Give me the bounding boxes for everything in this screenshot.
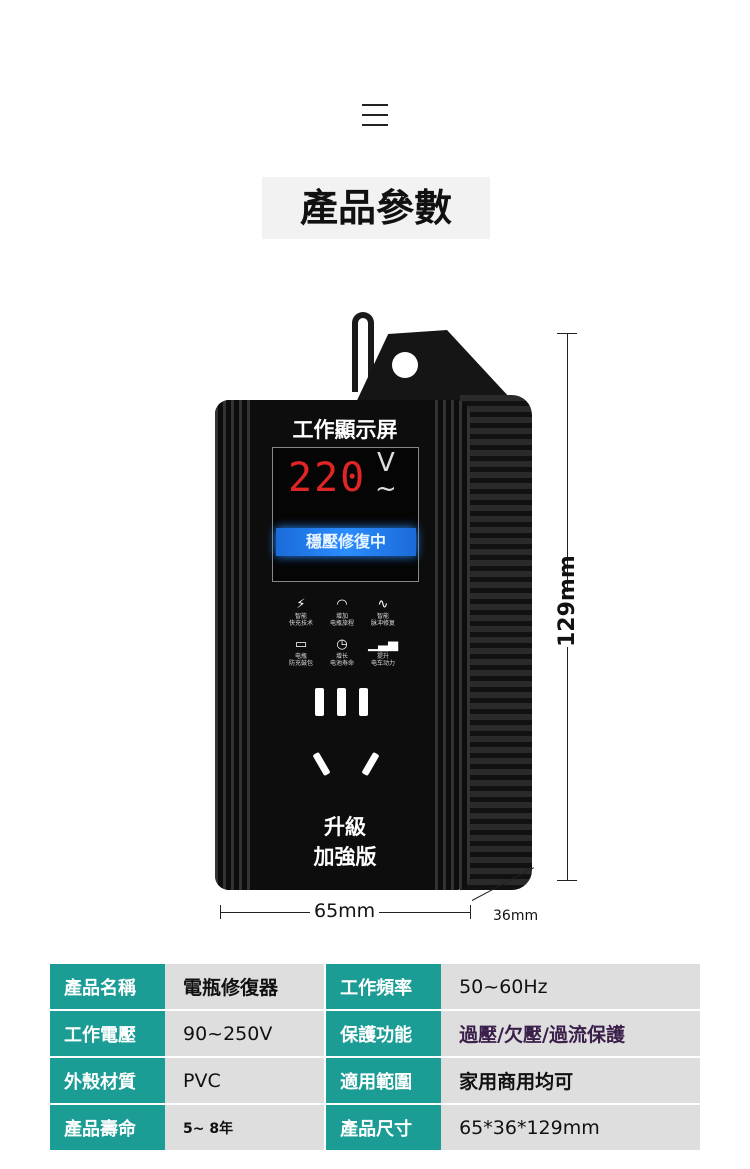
spec-label: 產品壽命	[50, 1105, 165, 1150]
device-side	[460, 395, 532, 890]
spacer	[324, 1105, 327, 1150]
feature-item: ▭电瓶 防充鼓包	[280, 637, 322, 667]
spec-value: 家用商用均可	[441, 1058, 700, 1103]
spec-label: 保護功能	[326, 1011, 442, 1056]
bars-up-icon: ▁▃▅	[368, 637, 398, 652]
spacer	[324, 964, 327, 1009]
dimension-cap	[557, 333, 577, 334]
feature-label: 提升 电车动力	[370, 653, 395, 667]
spec-value: PVC	[165, 1058, 325, 1103]
height-label: 129mm	[555, 555, 580, 647]
spec-value: 65*36*129mm	[441, 1105, 700, 1150]
feature-item: ◷增长 电池寿命	[321, 637, 363, 667]
display-panel	[272, 447, 419, 582]
feature-label: 智能 脉冲修复	[370, 613, 395, 627]
feature-item: ⚡智能 快充技术	[280, 597, 322, 627]
socket-slot	[337, 688, 346, 716]
depth-label: 36mm	[493, 908, 539, 924]
feature-item: ◠增加 电瓶旅程	[321, 597, 363, 627]
spec-value: 電瓶修復器	[165, 964, 325, 1009]
feature-label: 增长 电池寿命	[329, 653, 354, 667]
screen-title: 工作顯示屏	[292, 418, 398, 442]
socket-slot	[315, 688, 324, 716]
status-label: 穩壓修復中	[276, 528, 416, 556]
voltage-reading: 220	[288, 455, 367, 501]
battery-icon: ▭	[294, 637, 308, 652]
dimension-cap	[470, 905, 471, 919]
dimension-cap	[557, 880, 577, 881]
battery-clock-icon: ◷	[336, 637, 348, 652]
feature-label: 智能 快充技术	[288, 613, 313, 627]
battery-charge-icon: ⚡	[296, 597, 306, 612]
spacer	[324, 1011, 327, 1056]
feature-item: ▁▃▅提升 电车动力	[362, 637, 404, 667]
spec-label: 適用範圍	[326, 1058, 442, 1103]
menu-icon[interactable]	[362, 104, 388, 126]
voltage-unit: V~	[375, 450, 397, 502]
upgrade-badge: 升級 加強版	[313, 815, 377, 869]
dimension-cap	[220, 905, 221, 919]
spec-value: 過壓/欠壓/過流保護	[441, 1011, 700, 1056]
spec-value: 90~250V	[165, 1011, 325, 1056]
spacer	[324, 1058, 327, 1103]
socket-slot	[359, 688, 368, 716]
spec-label: 工作頻率	[326, 964, 442, 1009]
ac-symbol: ~	[375, 474, 397, 504]
spec-label: 工作電壓	[50, 1011, 165, 1056]
page-title: 產品參數	[262, 177, 490, 239]
hanger-hole	[392, 352, 418, 378]
feature-label: 增加 电瓶旅程	[329, 613, 354, 627]
spec-label: 外殼材質	[50, 1058, 165, 1103]
gauge-icon: ◠	[336, 597, 348, 612]
spec-value: 50~60Hz	[441, 964, 700, 1009]
feature-label: 电瓶 防充鼓包	[288, 653, 313, 667]
pulse-icon: ∿	[377, 597, 389, 612]
width-label: 65mm	[310, 900, 380, 922]
feature-item: ∿智能 脉冲修复	[362, 597, 404, 627]
spec-label: 產品尺寸	[326, 1105, 442, 1150]
unit-label: V	[377, 448, 395, 478]
spec-value: 5~ 8年	[165, 1105, 325, 1150]
power-cable	[352, 312, 374, 392]
spec-label: 產品名稱	[50, 964, 165, 1009]
